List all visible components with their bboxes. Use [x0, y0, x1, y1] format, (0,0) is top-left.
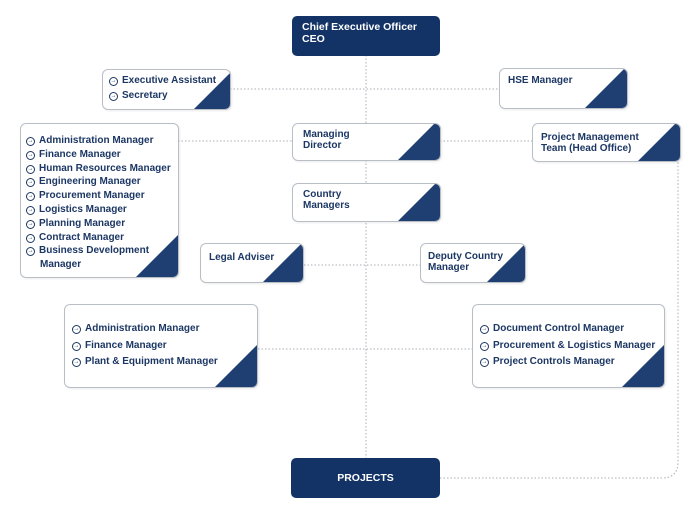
corner-triangle-icon — [263, 244, 303, 282]
deputy-country-line2: Manager — [428, 262, 470, 273]
hq-managers-box: →Administration Manager →Finance Manager… — [20, 123, 179, 278]
arrow-icon: → — [480, 358, 489, 367]
list-item-continued: Manager — [40, 259, 82, 271]
arrow-icon: → — [26, 164, 35, 174]
corner-triangle-icon — [194, 73, 230, 109]
legal-adviser-box: Legal Adviser — [200, 243, 304, 283]
ceo-box: Chief Executive Officer CEO — [292, 16, 440, 56]
arrow-icon: → — [26, 178, 35, 188]
corner-triangle-icon — [398, 124, 440, 160]
arrow-icon: → — [26, 247, 35, 257]
corner-triangle-icon — [215, 345, 257, 387]
list-item: →Engineering Manager — [26, 176, 141, 188]
list-item: →Human Resources Manager — [26, 162, 171, 174]
arrow-icon: → — [26, 137, 35, 146]
corner-triangle-icon — [398, 184, 440, 221]
country-managers-box: Country Managers — [292, 183, 441, 222]
arrow-icon: → — [26, 150, 35, 160]
list-item: →Business Development — [26, 245, 150, 257]
list-item: →Procurement & Logistics Manager — [480, 339, 656, 351]
deputy-country-line1: Deputy Country — [428, 251, 503, 262]
list-item: →Procurement Manager — [26, 190, 145, 202]
corner-triangle-icon — [585, 69, 627, 108]
list-item: →Logistics Manager — [26, 203, 127, 215]
list-item: →Finance Manager — [26, 148, 121, 160]
managing-director-line2: Director — [303, 140, 342, 151]
list-item: →Finance Manager — [72, 339, 167, 351]
corner-triangle-icon — [638, 124, 680, 161]
country-admin-box: →Administration Manager →Finance Manager… — [64, 304, 258, 388]
managing-director-box: Managing Director — [292, 123, 441, 161]
arrow-icon: → — [72, 325, 81, 334]
arrow-icon: → — [72, 341, 81, 351]
project-management-team-box: Project Management Team (Head Office) — [532, 123, 681, 162]
corner-triangle-icon — [136, 235, 178, 277]
pmt-line1: Project Management — [541, 132, 639, 143]
list-item: →Executive Assistant — [109, 75, 217, 86]
country-managers-line1: Country — [303, 189, 342, 200]
list-item: →Administration Manager — [26, 135, 154, 146]
arrow-icon: → — [480, 341, 489, 351]
hse-manager-title: HSE Manager — [508, 75, 573, 86]
list-item: →Planning Manager — [26, 217, 126, 229]
arrow-icon: → — [109, 92, 118, 101]
pmt-line2: Team (Head Office) — [541, 143, 632, 154]
projects-label: PROJECTS — [337, 472, 394, 484]
arrow-icon: → — [72, 358, 81, 367]
legal-adviser-title: Legal Adviser — [209, 252, 275, 263]
corner-triangle-icon — [622, 345, 664, 387]
list-item: →Document Control Manager — [480, 323, 625, 334]
list-item: →Plant & Equipment Manager — [72, 356, 218, 367]
arrow-icon: → — [26, 205, 35, 215]
hse-manager-box: HSE Manager — [499, 68, 628, 109]
executive-support-box: →Executive Assistant →Secretary — [102, 69, 231, 110]
list-item: →Administration Manager — [72, 323, 200, 334]
list-item: →Project Controls Manager — [480, 356, 615, 367]
country-managers-line2: Managers — [303, 200, 350, 211]
arrow-icon: → — [26, 219, 35, 229]
ceo-title: Chief Executive Officer — [302, 21, 417, 33]
managing-director-line1: Managing — [303, 129, 350, 140]
arrow-icon: → — [26, 233, 35, 243]
list-item: →Contract Manager — [26, 231, 125, 243]
projects-box: PROJECTS — [291, 458, 440, 498]
arrow-icon: → — [480, 325, 489, 334]
corner-triangle-icon — [487, 244, 525, 282]
list-item: →Secretary — [109, 90, 168, 101]
country-controls-box: →Document Control Manager →Procurement &… — [472, 304, 665, 388]
arrow-icon: → — [109, 77, 118, 86]
ceo-abbrev: CEO — [302, 33, 325, 45]
deputy-country-manager-box: Deputy Country Manager — [420, 243, 526, 283]
arrow-icon: → — [26, 192, 35, 202]
